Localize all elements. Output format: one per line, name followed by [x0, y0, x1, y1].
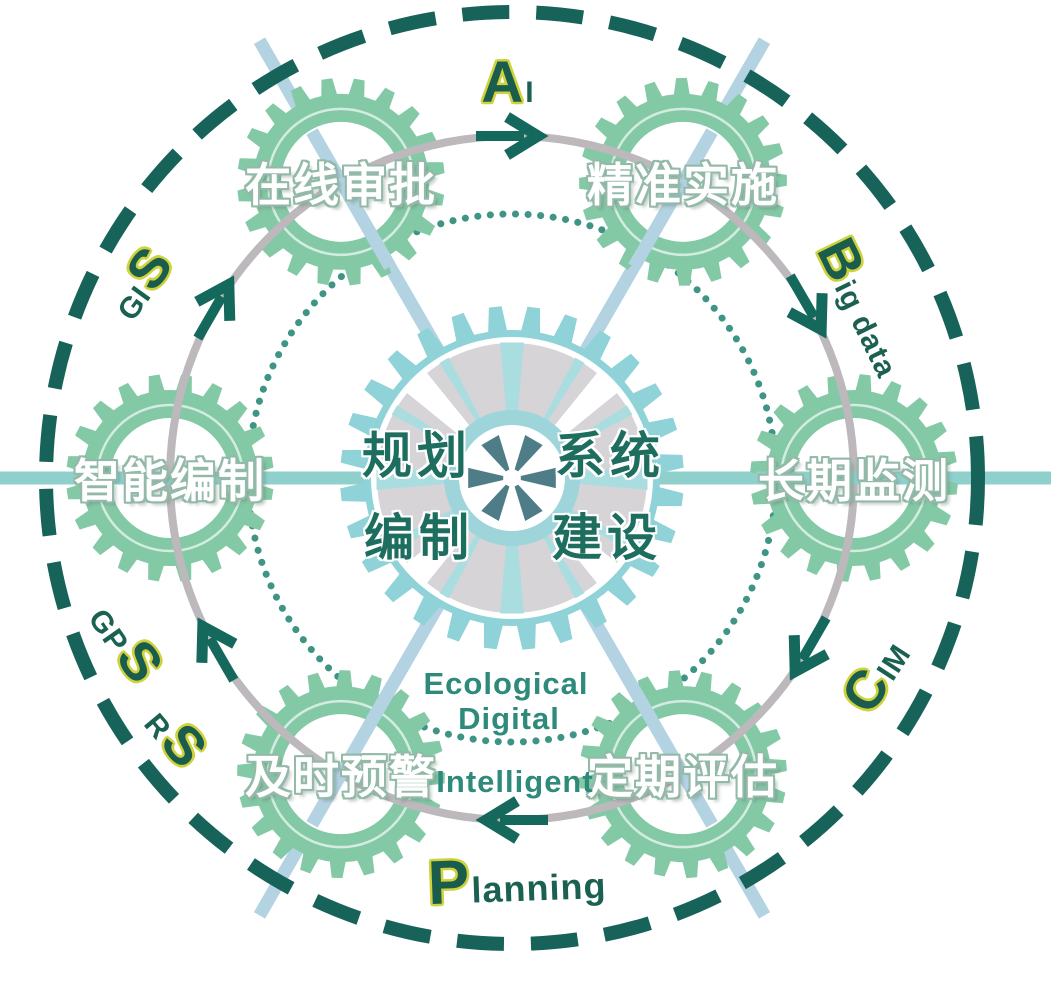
clockwise-arrow-icon	[196, 617, 239, 683]
dashed-outer-circle	[39, 5, 985, 951]
label-ai: A I	[481, 54, 534, 112]
label-planning: P lanning	[426, 847, 608, 919]
gear-label-precise-implementation: 精准实施	[587, 158, 779, 211]
label-ai-small: I	[525, 76, 535, 109]
gear-label-online-approval: 在线审批	[245, 158, 437, 211]
gear-label-intelligent-compilation: 智能编制	[74, 455, 266, 507]
label-ai-big: A	[481, 50, 524, 115]
gear-label-timely-warning: 及时预警	[245, 751, 437, 804]
clockwise-arrow-icon	[193, 275, 236, 341]
label-digital: Digital	[458, 701, 560, 736]
center-word-planning-1: 规划	[362, 428, 472, 484]
spokes-over-gears	[112, 128, 912, 828]
clockwise-arrow-icon	[785, 273, 828, 339]
label-intelligent: Intelligent	[436, 764, 594, 799]
label-ecological: Ecological	[423, 666, 589, 701]
center-word-system-2: 建设	[552, 510, 662, 566]
center-word-planning-2: 编制	[364, 510, 474, 566]
label-planning-big: P	[426, 847, 471, 919]
hub-asterisk-icon	[468, 435, 556, 521]
gear-label-long-term-monitoring: 长期监测	[758, 455, 950, 507]
center-word-system-1: 系统	[555, 428, 665, 484]
clockwise-arrow-icon	[476, 112, 549, 160]
clockwise-arrow-icon	[475, 796, 548, 844]
center-gear	[340, 306, 684, 650]
label-planning-small: lanning	[470, 864, 608, 911]
clockwise-arrow-icon	[788, 615, 831, 681]
gear-label-periodic-evaluation: 定期评估	[587, 751, 779, 804]
